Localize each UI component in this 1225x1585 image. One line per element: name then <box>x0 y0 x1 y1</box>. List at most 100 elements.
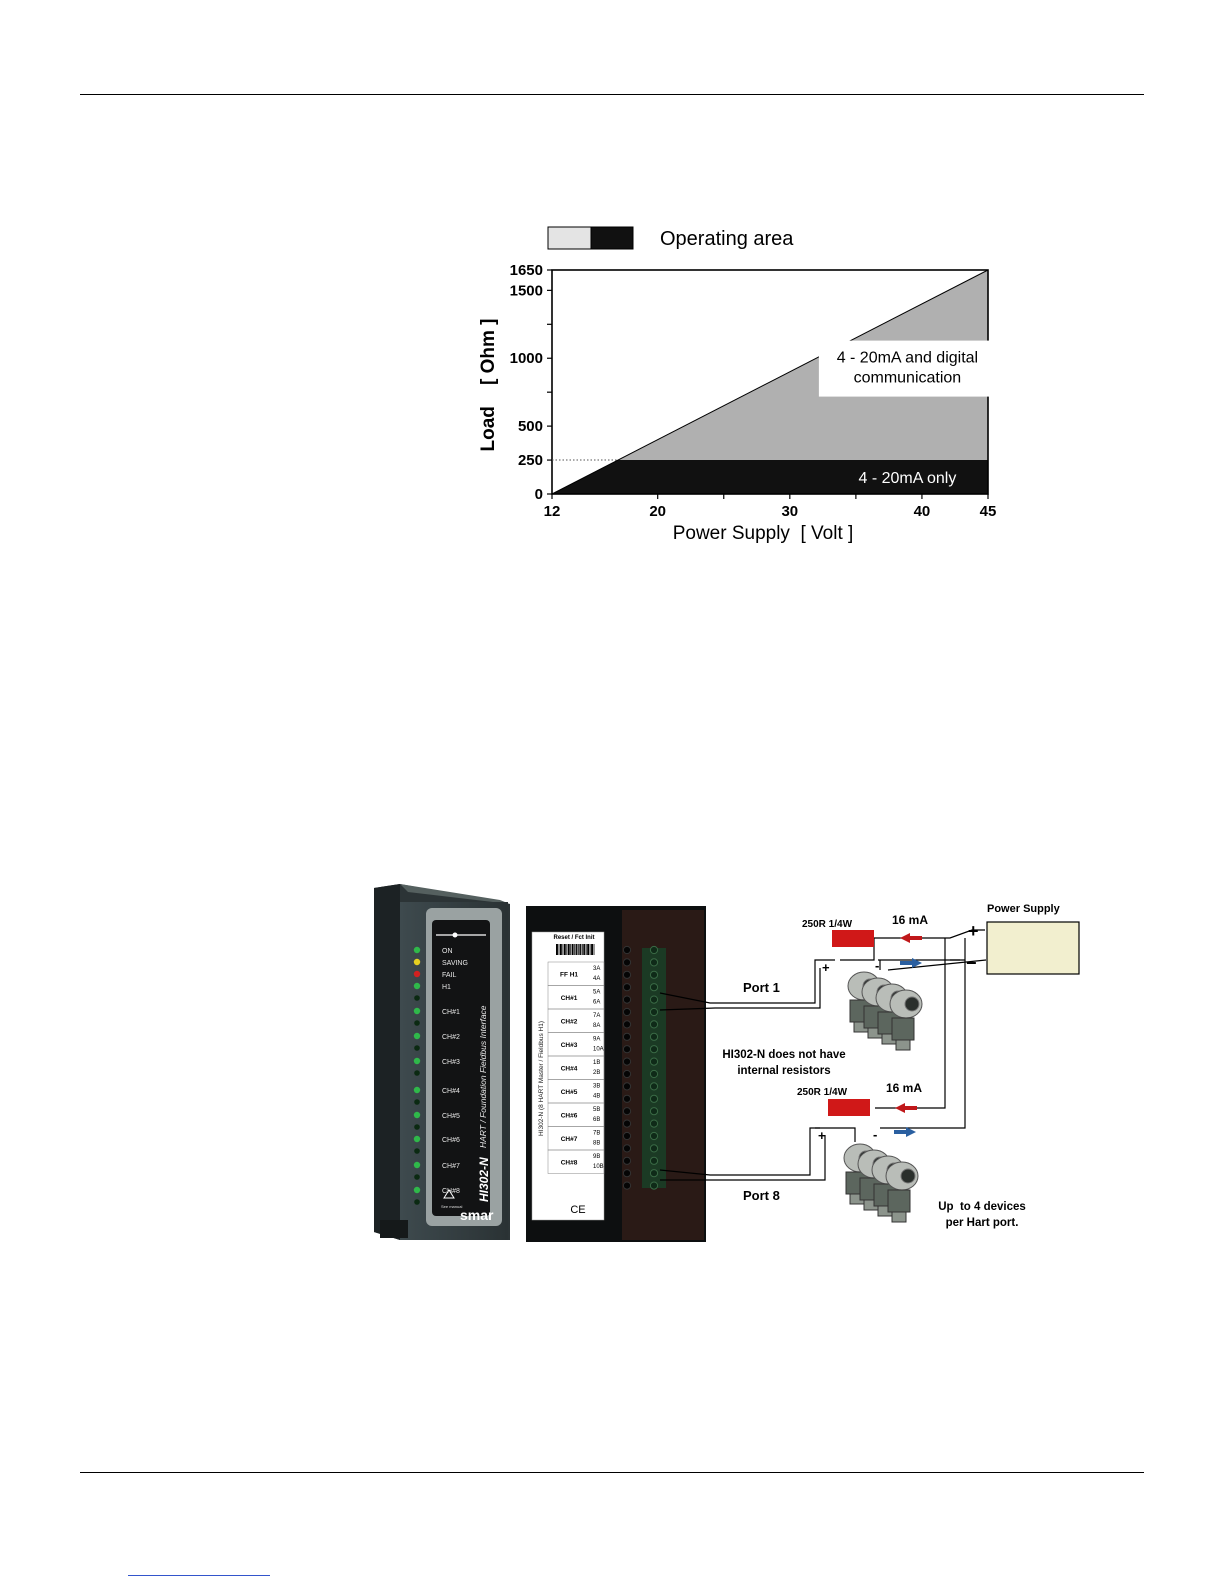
x-tick-label: 20 <box>649 503 666 520</box>
terminal-screw <box>622 1107 632 1116</box>
barcode-bar <box>559 944 562 955</box>
region-analog-only <box>552 460 988 494</box>
wiring-diagram: ONSAVINGFAILH1CH#1CH#2CH#3CH#4CH#5CH#6CH… <box>374 884 1080 1242</box>
x-tick-label: 30 <box>781 503 798 520</box>
module-brand: smar <box>460 1207 494 1223</box>
term-plus-bottom: + <box>818 1128 826 1143</box>
y-tick-label: 1500 <box>510 282 543 299</box>
legend-label: Operating area <box>660 228 794 250</box>
label-row-terminal: 2B <box>593 1070 600 1076</box>
resistor-bottom-label: 250R 1/4W <box>797 1087 848 1098</box>
label-row-terminal: 3A <box>593 966 600 972</box>
barcode-bar <box>584 944 586 955</box>
led-off <box>414 995 420 1001</box>
barcode-bar <box>593 944 595 955</box>
transmitter-icon <box>885 1161 919 1223</box>
label-row-terminal: 7A <box>593 1013 600 1019</box>
label-row-name: FF H1 <box>560 971 578 978</box>
terminal-screw <box>649 983 659 992</box>
label-row-name: CH#1 <box>561 995 578 1002</box>
label-row-terminal: 10B <box>593 1164 604 1170</box>
terminal-screw <box>649 1020 659 1029</box>
label-row-terminal: 7B <box>593 1131 600 1137</box>
led-label: CH#8 <box>442 1188 460 1195</box>
label-row-terminal: 1B <box>593 1060 600 1066</box>
label-row-name: CH#3 <box>561 1042 578 1049</box>
led-on <box>413 946 421 954</box>
terminal-screw <box>622 983 632 992</box>
region-digital-label-box <box>818 340 1001 397</box>
led-fail <box>413 970 421 978</box>
barcode-bar <box>574 944 575 955</box>
port-bottom-label: Port 8 <box>743 1188 780 1203</box>
devices-note-line-2: per Hart port. <box>946 1217 1019 1229</box>
barcode-bar <box>566 944 568 955</box>
label-row-terminal: 5B <box>593 1107 600 1113</box>
label-row-terminal: 4A <box>593 976 600 982</box>
y-tick-label: 1650 <box>510 262 543 279</box>
led-ch6 <box>413 1135 421 1143</box>
terminal-screw <box>649 1169 659 1178</box>
barcode-bar <box>558 944 560 955</box>
terminal-screw <box>622 1020 632 1029</box>
resistor-top-label: 250R 1/4W <box>802 919 853 930</box>
led-ch1 <box>413 1007 421 1015</box>
terminal-screw <box>649 1181 659 1190</box>
port-top-label: Port 1 <box>743 980 780 995</box>
label-row-terminal: 9A <box>593 1037 600 1043</box>
terminal-screw <box>622 1181 632 1190</box>
label-card-rows: FF H13A4ACH#15A6ACH#27A8ACH#39A10ACH#41B… <box>547 961 605 1174</box>
barcode-bar <box>592 944 594 955</box>
barcode-bar <box>585 944 587 955</box>
x-axis-label: Power Supply [ Volt ] <box>673 523 854 544</box>
barcode-bar <box>557 944 558 955</box>
barcode-bar <box>576 944 578 955</box>
led-ch8 <box>413 1186 421 1194</box>
barcode-bar <box>561 944 562 955</box>
hi302-module: ONSAVINGFAILH1CH#1CH#2CH#3CH#4CH#5CH#6CH… <box>374 884 510 1240</box>
resistor-note-line-2: internal resistors <box>737 1065 830 1077</box>
led-h1 <box>413 982 421 990</box>
label-row-terminal: 6B <box>593 1117 600 1123</box>
label-row-terminal: 4B <box>593 1094 600 1100</box>
led-label: CH#1 <box>442 1009 460 1016</box>
terminal-screw <box>649 1007 659 1017</box>
terminal-screw <box>649 1069 659 1079</box>
region-digital-label: 4 - 20mA and digital <box>837 350 978 367</box>
terminal-screw <box>649 1144 659 1153</box>
terminal-screw <box>649 1057 659 1066</box>
label-row-terminal: 10A <box>593 1047 604 1053</box>
current-bottom-label: 16 mA <box>886 1081 922 1095</box>
psu-plus: + <box>968 921 979 941</box>
terminal-screw <box>649 1131 659 1141</box>
barcode-bar <box>569 944 570 955</box>
terminal-screw <box>649 1107 659 1116</box>
barcode-bar <box>563 944 566 955</box>
power-supply-label: Power Supply <box>987 903 1061 915</box>
label-row <box>547 1149 605 1174</box>
x-tick-label: 45 <box>980 503 997 520</box>
led-ch7 <box>413 1161 421 1169</box>
label-row-terminal: 3B <box>593 1084 600 1090</box>
barcode-bar <box>572 944 574 955</box>
region-analog-label: 4 - 20mA only <box>858 470 956 487</box>
x-tick-label: 40 <box>914 503 931 520</box>
led-off <box>414 1020 420 1026</box>
terminal-screw <box>649 1032 659 1041</box>
terminal-screw <box>649 1045 659 1054</box>
barcode-bar <box>556 944 558 955</box>
label-row-name: CH#4 <box>561 1065 578 1072</box>
terminal-screw <box>649 945 659 955</box>
footer-link-underline <box>128 1575 270 1576</box>
terminal-screw <box>622 1045 632 1054</box>
label-row-name: CH#6 <box>561 1112 578 1119</box>
arrow-in-icon <box>895 1103 917 1113</box>
label-row-terminal: 9B <box>593 1154 600 1160</box>
resistor-top <box>832 930 874 947</box>
module-model: HI302-N <box>477 1157 491 1202</box>
barcode-bar <box>583 944 585 955</box>
led-ch5 <box>413 1111 421 1119</box>
led-label: CH#2 <box>442 1034 460 1041</box>
y-tick-label: 500 <box>518 418 543 435</box>
